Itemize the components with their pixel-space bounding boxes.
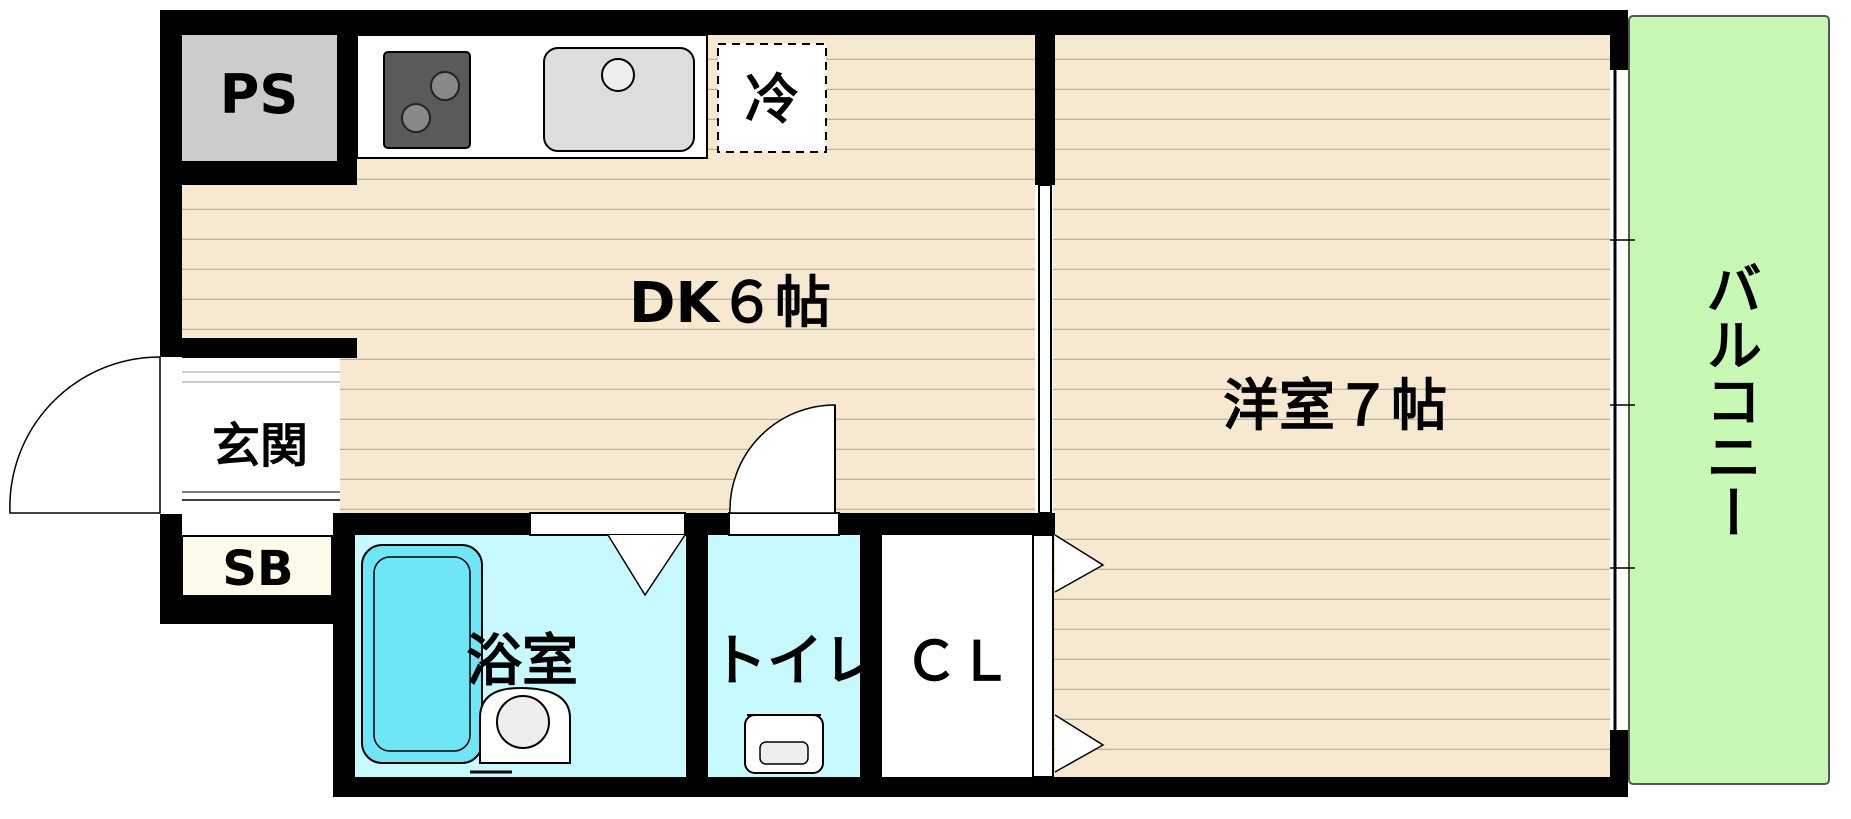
balcony-label: バルコニー	[1697, 260, 1762, 540]
ps-label: PS	[220, 63, 298, 126]
entrance-label: 玄関	[212, 418, 308, 474]
closet-floor	[883, 535, 1033, 777]
sb-area	[181, 535, 333, 597]
closet-door-upper[interactable]	[1054, 534, 1105, 593]
closet-label: ＣＬ	[904, 630, 1012, 693]
toilet-door[interactable]	[729, 404, 836, 514]
stove-icon	[383, 51, 471, 149]
bathroom-label: 浴室	[466, 629, 578, 694]
sink-icon	[543, 47, 695, 152]
dk-label: DK６帖	[629, 271, 831, 336]
closet-door-lower[interactable]	[1054, 714, 1105, 773]
fridge-space	[717, 43, 827, 153]
entrance-floor	[182, 357, 340, 514]
balcony-area	[1628, 15, 1830, 785]
toilet-label: トイレ	[711, 629, 879, 694]
western-room-floor	[1053, 35, 1610, 777]
ps-box	[182, 33, 337, 161]
bath-door[interactable]	[607, 534, 686, 597]
entrance-door[interactable]	[9, 356, 161, 514]
fridge-label: 冷	[745, 68, 799, 131]
sb-label: SB	[222, 541, 293, 597]
bathtub-icon	[361, 544, 483, 764]
western-room-label: 洋室７帖	[1223, 374, 1447, 439]
